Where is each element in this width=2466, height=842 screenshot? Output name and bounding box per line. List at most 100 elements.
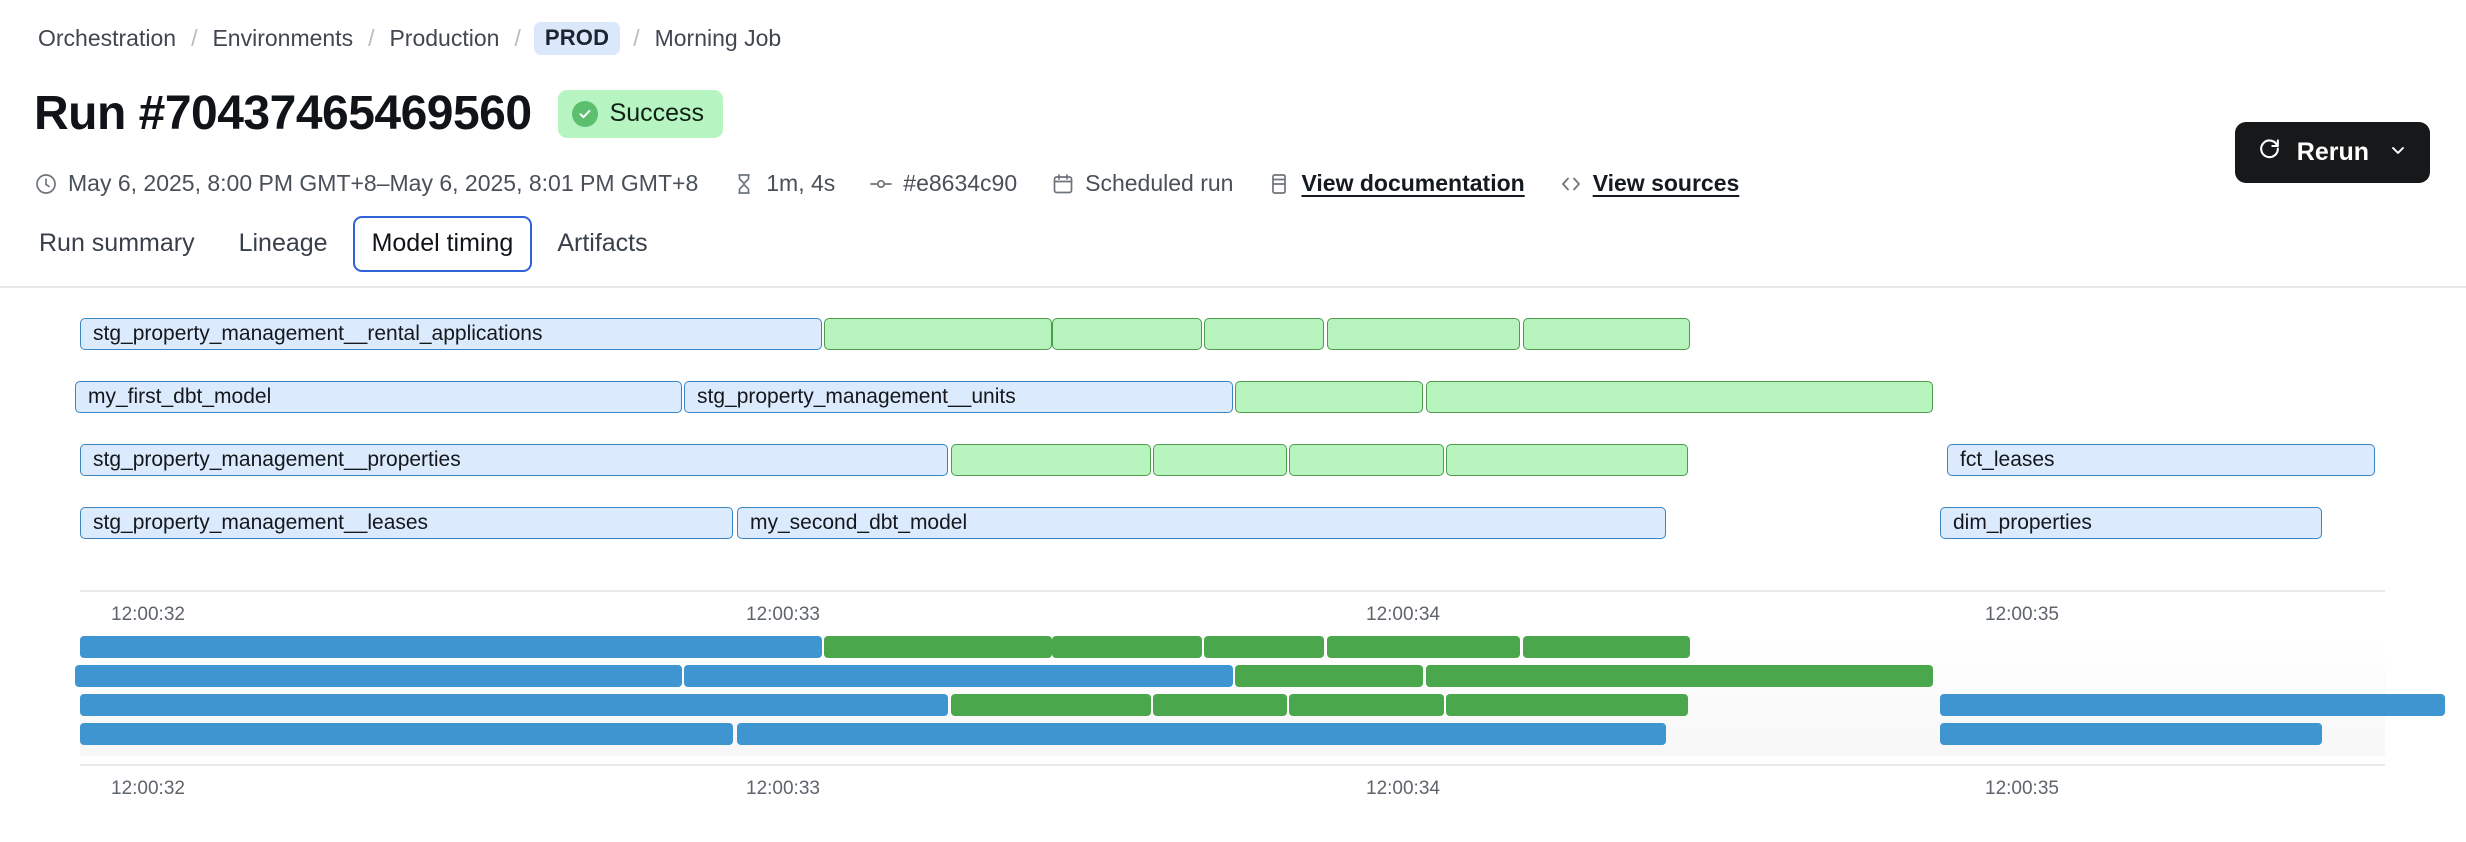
gantt-row: my_first_dbt_model stg_property_managemen…: [0, 381, 2466, 413]
gantt-bar-segment[interactable]: [1153, 444, 1287, 476]
breadcrumb-link-production[interactable]: Production: [389, 25, 500, 51]
gantt-bar-stg_property_management__rental_applications[interactable]: stg_property_management__rental_applicat…: [80, 318, 822, 350]
gantt-bar-segment[interactable]: [1940, 694, 2445, 716]
gantt-bar-segment[interactable]: [80, 636, 822, 658]
gantt-bar-segment[interactable]: [80, 694, 948, 716]
gantt-bar-segment[interactable]: [737, 723, 1666, 745]
x-axis-tick-label: 12:00:32: [111, 778, 185, 799]
breadcrumb-current-morning-job: Morning Job: [654, 25, 782, 51]
x-axis-line: [80, 590, 2385, 592]
x-axis-tick-label: 12:00:33: [746, 778, 820, 799]
gantt-bar-my_second_dbt_model[interactable]: my_second_dbt_model: [737, 507, 1666, 539]
gantt-bar-label: stg_property_management__properties: [93, 448, 461, 471]
clock-icon: [34, 172, 58, 196]
breadcrumb-badge-prod[interactable]: PROD: [533, 22, 621, 55]
tab-model-timing[interactable]: Model timing: [352, 216, 533, 272]
gantt-bar-my_first_dbt_model[interactable]: my_first_dbt_model: [75, 381, 682, 413]
page-title: Run #70437465469560: [34, 87, 532, 140]
gantt-bar-segment[interactable]: [1289, 444, 1444, 476]
gantt-bar-segment[interactable]: [951, 444, 1151, 476]
x-axis-tick-label: 12:00:34: [1366, 604, 1440, 625]
x-axis-tick-label: 12:00:35: [1985, 604, 2059, 625]
gantt-bar-label: stg_property_management__leases: [93, 511, 429, 534]
gantt-bar-segment[interactable]: [1204, 636, 1324, 658]
gantt-bar-segment[interactable]: [1327, 318, 1520, 350]
gantt-bar-segment[interactable]: [1426, 381, 1933, 413]
meta-label: #e8634c90: [903, 170, 1018, 196]
gantt-bar-segment[interactable]: [1052, 636, 1202, 658]
gantt-bar-label: dim_properties: [1953, 511, 2092, 534]
gantt-bar-dim_properties[interactable]: dim_properties: [1940, 507, 2322, 539]
meta-label: 1m, 4s: [766, 170, 836, 196]
status-badge: Success: [557, 90, 724, 138]
gantt-bar-segment[interactable]: [684, 665, 1233, 687]
gantt-bar-label: my_first_dbt_model: [88, 385, 272, 408]
code-icon: [1559, 172, 1583, 196]
plot-area: [0, 636, 2466, 762]
x-axis-tick-label: 12:00:32: [111, 604, 185, 625]
meta-clock: May 6, 2025, 8:00 PM GMT+8–May 6, 2025, …: [34, 170, 698, 197]
commit-icon: [869, 172, 893, 196]
gantt-bar-segment[interactable]: [1235, 381, 1423, 413]
gantt-row: [0, 694, 2466, 716]
tab-run-summary[interactable]: Run summary: [39, 229, 195, 257]
gantt-bar-segment[interactable]: [1204, 318, 1324, 350]
gantt-bar-segment[interactable]: [1523, 636, 1690, 658]
breadcrumb-link-environments[interactable]: Environments: [212, 25, 354, 51]
gantt-bar-label: stg_property_management__units: [697, 385, 1016, 408]
run-meta-row: May 6, 2025, 8:00 PM GMT+8–May 6, 2025, …: [34, 170, 1773, 197]
gantt-bar-fct_leases[interactable]: fct_leases: [1947, 444, 2375, 476]
meta-commit: #e8634c90: [869, 170, 1017, 197]
rerun-button[interactable]: Rerun: [2234, 122, 2430, 183]
breadcrumb-link-orchestration[interactable]: Orchestration: [38, 25, 177, 51]
plot-area: stg_property_management__rental_applicat…: [0, 318, 2466, 580]
gantt-row: stg_property_management__rental_applicat…: [0, 318, 2466, 350]
gantt-bar-segment[interactable]: [1235, 665, 1423, 687]
gantt-bar-segment[interactable]: [1052, 318, 1202, 350]
meta-label: View sources: [1592, 170, 1740, 196]
gantt-bar-segment[interactable]: [1523, 318, 1690, 350]
meta-book[interactable]: View documentation: [1267, 170, 1525, 197]
gantt-row: stg_property_management__properties fct_l…: [0, 444, 2466, 476]
gantt-bar-segment[interactable]: [1426, 665, 1933, 687]
gantt-bar-segment[interactable]: [1446, 694, 1688, 716]
meta-label: Scheduled run: [1085, 170, 1234, 196]
gantt-bar-segment[interactable]: [1289, 694, 1444, 716]
breadcrumb-separator: /: [633, 25, 640, 51]
gantt-bar-segment[interactable]: [1153, 694, 1287, 716]
gantt-bar-stg_property_management__leases[interactable]: stg_property_management__leases: [80, 507, 733, 539]
breadcrumb-separator: /: [191, 25, 198, 51]
meta-code[interactable]: View sources: [1559, 170, 1740, 197]
tab-lineage[interactable]: Lineage: [238, 229, 328, 257]
gantt-row: [0, 723, 2466, 745]
gantt-bar-segment[interactable]: [1327, 636, 1520, 658]
x-axis-tick-label: 12:00:35: [1985, 778, 2059, 799]
calendar-icon: [1051, 172, 1075, 196]
rerun-label: Rerun: [2296, 137, 2369, 166]
gantt-bar-segment[interactable]: [75, 665, 682, 687]
gantt-bar-segment[interactable]: [80, 723, 733, 745]
meta-label: May 6, 2025, 8:00 PM GMT+8–May 6, 2025, …: [68, 170, 699, 196]
refresh-icon: [2257, 136, 2282, 168]
breadcrumb-separator: /: [368, 25, 375, 51]
gantt-bar-segment[interactable]: [951, 694, 1151, 716]
tabs-divider: [0, 286, 2466, 288]
x-axis-tick-label: 12:00:34: [1366, 778, 1440, 799]
meta-label: View documentation: [1301, 170, 1525, 196]
gantt-bar-label: my_second_dbt_model: [750, 511, 968, 534]
gantt-bar-stg_property_management__units[interactable]: stg_property_management__units: [684, 381, 1233, 413]
hourglass-icon: [732, 172, 756, 196]
tab-artifacts[interactable]: Artifacts: [557, 229, 648, 257]
gantt-bar-segment[interactable]: [824, 636, 1052, 658]
chevron-down-icon[interactable]: [2388, 138, 2408, 167]
breadcrumb-separator: /: [514, 25, 521, 51]
tab-bar: Run summary Lineage Model timing Artifacts: [20, 216, 667, 272]
gantt-bar-stg_property_management__properties[interactable]: stg_property_management__properties: [80, 444, 948, 476]
gantt-row: stg_property_management__leases my_second…: [0, 507, 2466, 539]
gantt-bar-label: stg_property_management__rental_applicat…: [93, 322, 543, 345]
gantt-bar-segment[interactable]: [824, 318, 1052, 350]
x-axis-tick-label: 12:00:33: [746, 604, 820, 625]
gantt-bar-segment[interactable]: [1446, 444, 1688, 476]
gantt-bar-segment[interactable]: [1940, 723, 2322, 745]
gantt-row: [0, 665, 2466, 687]
